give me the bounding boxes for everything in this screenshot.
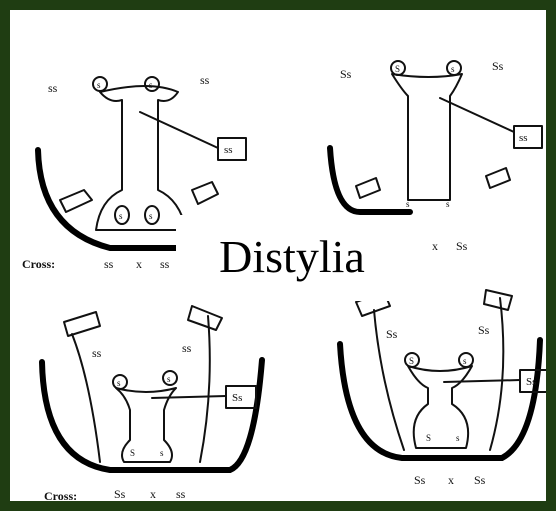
- corolla-outline: [340, 340, 540, 458]
- cross-parent-left: ss: [104, 257, 114, 271]
- cross-caption-bottom-right: Ss x Ss: [414, 473, 486, 487]
- label-right: ss: [200, 73, 210, 87]
- cross-x: x: [432, 239, 438, 253]
- pointer-arrow: [444, 380, 520, 382]
- cross-prefix: Cross:: [22, 257, 55, 271]
- filament-right: [200, 316, 210, 462]
- panel-bottom-right: S s S s Ss Ss Ss: [340, 290, 550, 458]
- ovule-letter: S: [426, 433, 431, 443]
- cross-caption-top-left: Cross: ss x ss: [22, 257, 170, 271]
- pointer-arrow: [152, 396, 226, 398]
- anther-right: [192, 182, 218, 204]
- cross-parent-left: Ss: [414, 473, 426, 487]
- cross-caption-top-right: x Ss: [432, 239, 468, 253]
- cross-parent-right: Ss: [456, 239, 468, 253]
- anther-left: [60, 190, 92, 212]
- pistil-shape: [392, 74, 462, 200]
- stigma-letter: s: [463, 356, 467, 366]
- cross-parent-left: Ss: [114, 487, 126, 501]
- stigma-letter: s: [117, 378, 121, 388]
- stigma-letter: S: [409, 356, 414, 366]
- pointer-arrow: [140, 112, 218, 148]
- filament-right: [490, 298, 503, 450]
- pistil-shape: [116, 388, 176, 462]
- pistil-shape: [96, 86, 186, 230]
- ovule-letter: s: [456, 433, 460, 443]
- pointer-arrow: [440, 98, 514, 132]
- panel-top-right: S s s s ss Ss Ss: [330, 59, 542, 212]
- label-left: Ss: [386, 327, 398, 341]
- ovule-letter: s: [119, 211, 123, 221]
- stigma-letter: s: [149, 80, 153, 90]
- cross-x: x: [150, 487, 156, 501]
- cross-prefix: Cross:: [44, 489, 77, 503]
- stigma-letter: S: [395, 64, 400, 74]
- label-left: Ss: [340, 67, 352, 81]
- cross-x: x: [136, 257, 142, 271]
- pistil-shape: [408, 366, 472, 448]
- corolla-outline: [42, 360, 262, 470]
- anther-right: [486, 168, 510, 188]
- ovule-letter: s: [149, 211, 153, 221]
- label-right: Ss: [478, 323, 490, 337]
- genotype-box-label: ss: [224, 144, 233, 156]
- slide-title: Distylia: [176, 222, 408, 292]
- genotype-box-label: Ss: [526, 376, 536, 388]
- label-right: Ss: [492, 59, 504, 73]
- ovule-letter: s: [160, 448, 164, 458]
- cross-parent-right: ss: [176, 487, 186, 501]
- ovule-letter: s: [406, 199, 410, 209]
- genotype-box-label: Ss: [232, 392, 242, 404]
- anther-right: [188, 306, 222, 330]
- label-left: ss: [92, 346, 102, 360]
- panel-bottom-left: s s S s Ss ss ss: [42, 306, 262, 470]
- label-left: ss: [48, 81, 58, 95]
- cross-parent-right: ss: [160, 257, 170, 271]
- stigma-letter: s: [167, 374, 171, 384]
- anther-right: [484, 290, 512, 310]
- cross-x: x: [448, 473, 454, 487]
- anther-left: [64, 312, 100, 336]
- cross-caption-bottom-left: Cross: Ss x ss: [44, 487, 186, 503]
- ovule-letter: S: [130, 448, 135, 458]
- genotype-box-label: ss: [519, 132, 528, 144]
- anther-left: [356, 178, 380, 198]
- label-right: ss: [182, 341, 192, 355]
- ovule-letter: s: [446, 199, 450, 209]
- stigma-letter: s: [97, 80, 101, 90]
- stigma-letter: s: [451, 64, 455, 74]
- cross-parent-right: Ss: [474, 473, 486, 487]
